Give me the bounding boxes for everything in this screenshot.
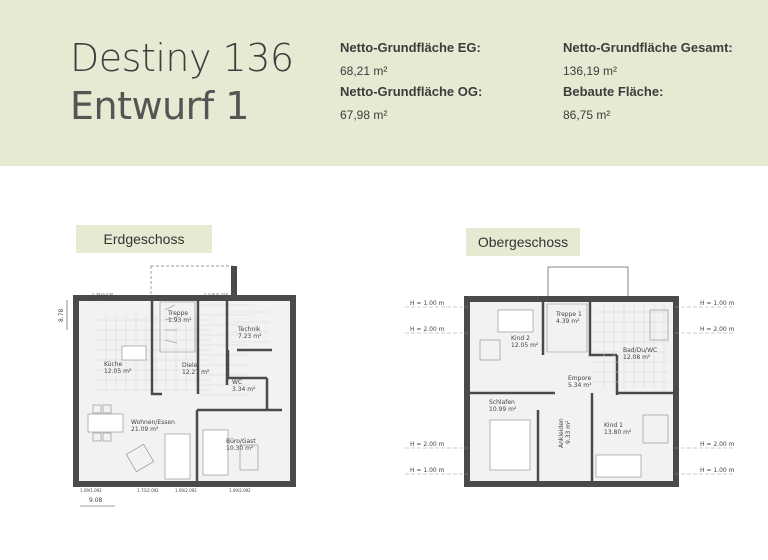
height-r4: H = 1.00 m [700,467,735,474]
room-og-5-area: 9.33 m² [565,420,572,444]
room-eg-3-area: 12.27 m² [182,369,210,376]
room-eg-4: WC [232,379,242,386]
room-eg-5: Wohnen/Essen [131,419,175,426]
header-band: Destiny 136 Entwurf 1 Netto-Grundfläche … [0,0,768,166]
dim-b3: 1.09/2.092 [175,488,197,493]
room-og-2: Bad/Du/WC [623,347,657,354]
room-eg-6: Büro/Gast [226,438,256,445]
room-eg-2-area: 12.05 m² [104,368,132,375]
dim-depth: 8.78 [58,308,65,322]
dim-window-top: 1.75/0.575 [92,293,114,298]
room-eg-3: Diele [182,362,198,369]
plan-og: Treppe 1 4.39 m² Kind 2 12.05 m² Bad/Du/… [405,266,735,487]
room-eg-4-area: 3.34 m² [232,386,256,393]
room-og-3: Empore [568,375,591,382]
area-value-eg: 68,21 m² [340,64,388,78]
floor-label-og: Obergeschoss [466,228,580,256]
height-l1: H = 1.00 m [410,300,445,307]
area-label-eg: Netto-Grundfläche EG: [340,40,481,55]
room-eg-1-area: 7.23 m² [238,333,262,340]
design-subtitle: Entwurf 1 [70,84,249,128]
height-r2: H = 2.00 m [700,326,735,333]
area-label-built: Bebaute Fläche: [563,84,664,99]
height-r1: H = 1.00 m [700,300,735,307]
room-og-0: Treppe 1 [555,311,582,318]
area-value-og: 67,98 m² [340,108,388,122]
room-og-1-area: 12.05 m² [511,342,539,349]
height-l3: H = 2.00 m [410,441,445,448]
room-og-4-area: 10.99 m² [489,406,517,413]
room-og-0-area: 4.39 m² [556,318,580,325]
area-label-og: Netto-Grundfläche OG: [340,84,483,99]
height-l2: H = 2.00 m [410,326,445,333]
room-og-2-area: 12.08 m² [623,354,651,361]
room-eg-2: Küche [104,361,123,368]
floor-label-eg: Erdgeschoss [76,225,212,253]
area-label-total: Netto-Grundfläche Gesamt: [563,40,733,55]
room-eg-6-area: 10.30 m² [226,445,254,452]
height-r3: H = 2.00 m [700,441,735,448]
area-value-built: 86,75 m² [563,108,611,122]
room-eg-5-area: 21.09 m² [131,426,159,433]
room-eg-0-area: 1.93 m² [168,317,192,324]
dim-b2: 1.75/2.092 [137,488,159,493]
room-og-1: Kind 2 [511,335,530,342]
room-og-6: Kind 1 [604,422,623,429]
room-og-6-area: 13.80 m² [604,429,632,436]
dim-b1: 1.09/1.092 [80,488,102,493]
room-og-5: Ankleiden [558,418,565,448]
height-l4: H = 1.00 m [410,467,445,474]
room-og-3-area: 5.34 m² [568,382,592,389]
room-og-4: Schlafen [489,399,515,406]
room-eg-0: Treppe [167,310,188,317]
house-title: Destiny 136 [70,36,294,80]
dim-door: 1.135/2.215 [204,293,229,298]
dim-width: 9.08 [89,497,103,504]
room-eg-1: Technik [237,326,261,333]
dim-b4: 1.09/2.092 [229,488,251,493]
area-value-total: 136,19 m² [563,64,618,78]
plan-eg: Treppe 1.93 m² Technik 7.23 m² Küche 12.… [58,265,296,507]
